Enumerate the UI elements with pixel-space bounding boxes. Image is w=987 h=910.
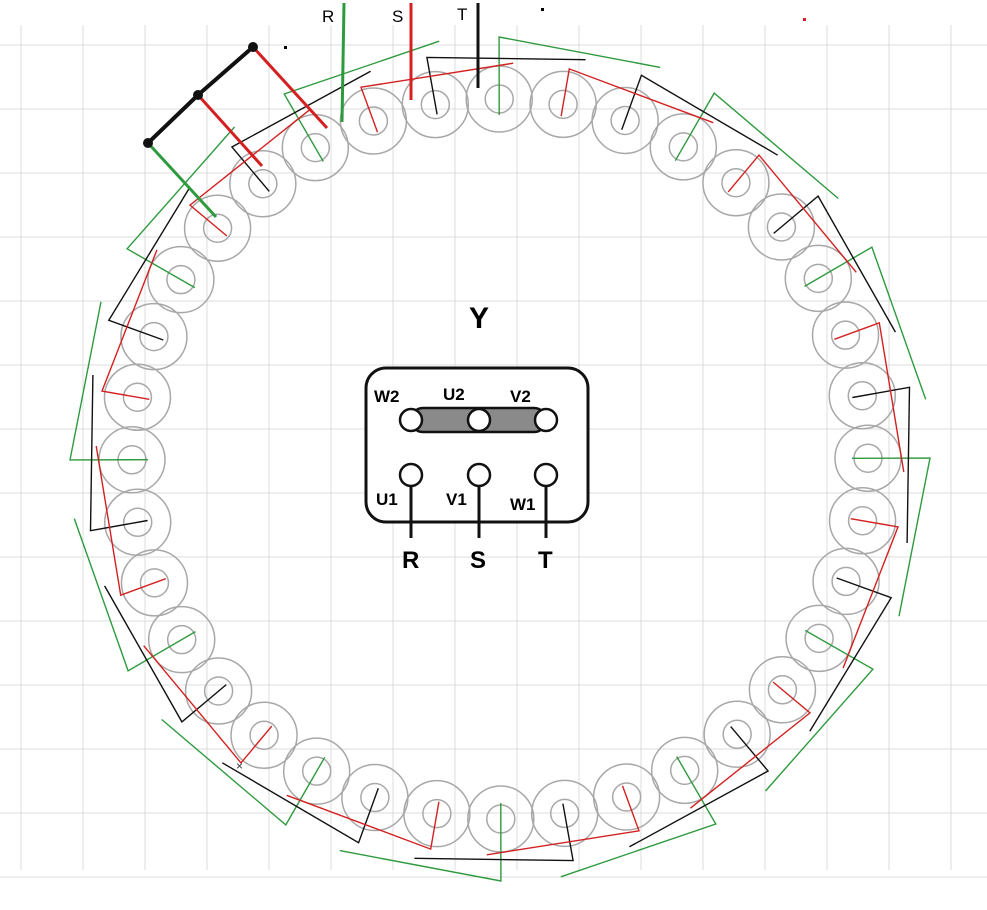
terminal-w2 xyxy=(398,407,424,433)
phase-winding-traces xyxy=(69,36,931,882)
phase-trace xyxy=(69,36,931,882)
stator-coil xyxy=(147,245,215,314)
stator-coil xyxy=(812,547,880,616)
connection-title: Y xyxy=(469,302,489,335)
stator-coil xyxy=(230,701,298,770)
stator-coil xyxy=(650,736,719,805)
supply-leads: R S T xyxy=(284,2,806,123)
output-label-r: R xyxy=(402,547,419,574)
stator-coil xyxy=(183,194,252,262)
phase-trace xyxy=(89,56,911,862)
stator-coil xyxy=(748,656,817,724)
stator-coil xyxy=(785,604,853,673)
terminal-box: Y W2 U2 V2 U1 V1 W1 R S T xyxy=(364,302,590,574)
terminal-label-u2: U2 xyxy=(443,385,465,404)
background-grid xyxy=(0,25,987,878)
terminal-w1 xyxy=(533,462,559,488)
supply-label-t: T xyxy=(457,5,467,24)
phase-trace xyxy=(95,62,905,856)
terminal-label-w1: W1 xyxy=(510,495,536,514)
stator-coil xyxy=(103,363,172,432)
stator-coil xyxy=(811,301,880,369)
stator-coil xyxy=(282,737,351,805)
terminal-label-u1: U1 xyxy=(376,490,398,509)
stator-coil xyxy=(649,113,718,181)
output-label-t: T xyxy=(538,547,553,574)
output-label-s: S xyxy=(470,547,486,574)
supply-label-r: R xyxy=(322,7,334,26)
terminal-label-w2: W2 xyxy=(374,387,400,406)
supply-label-s: S xyxy=(392,7,403,26)
stator-coil xyxy=(341,763,409,832)
stator-coil xyxy=(530,779,599,848)
svg-text:×: × xyxy=(236,759,243,773)
stator-coil xyxy=(229,149,297,218)
stator-coil xyxy=(784,244,853,313)
stator-coil xyxy=(591,86,659,155)
terminal-v2 xyxy=(533,407,559,433)
stator-coil xyxy=(703,700,771,769)
terminal-label-v1: V1 xyxy=(446,490,467,509)
stator-coil xyxy=(828,361,897,430)
terminal-u2 xyxy=(466,407,492,433)
stator-coil xyxy=(747,193,816,261)
terminal-u1 xyxy=(398,462,424,488)
stator-coil xyxy=(120,302,188,371)
stator-coil xyxy=(401,70,470,139)
stator-coil xyxy=(828,486,897,555)
stator-coil xyxy=(147,605,216,674)
stator-coil xyxy=(702,148,770,217)
terminal-v1 xyxy=(466,462,492,488)
stator-coil xyxy=(103,488,172,557)
stator-coil xyxy=(184,657,253,725)
star-point-bridge xyxy=(143,42,329,219)
stator-coil xyxy=(120,549,189,617)
terminal-label-v2: V2 xyxy=(510,387,531,406)
